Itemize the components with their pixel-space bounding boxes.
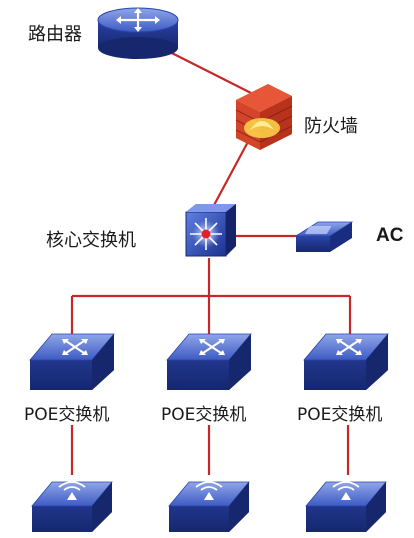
router-label: 路由器 [28, 24, 82, 45]
network-links [70, 41, 352, 475]
poe-switch-label: POE交换机 [297, 405, 383, 425]
core-switch-icon [185, 204, 236, 257]
access-point-1-icon [31, 481, 113, 532]
poe-switch-label: POE交换机 [161, 405, 247, 425]
access-point-3-icon [305, 481, 387, 532]
firewall-icon [235, 84, 293, 150]
core-switch-label: 核心交换机 [46, 230, 136, 251]
router-icon [97, 7, 179, 59]
access-point-2-icon [168, 481, 250, 532]
poe-switch-2-icon [166, 333, 252, 390]
ac-label: AC [376, 225, 404, 246]
ac-controller-icon [294, 221, 354, 252]
link-firewall-core [212, 137, 251, 208]
poe-switch-label: POE交换机 [24, 405, 110, 425]
firewall-label: 防火墙 [304, 116, 358, 137]
poe-switch-3-icon [303, 333, 389, 390]
poe-switch-1-icon [29, 333, 115, 390]
